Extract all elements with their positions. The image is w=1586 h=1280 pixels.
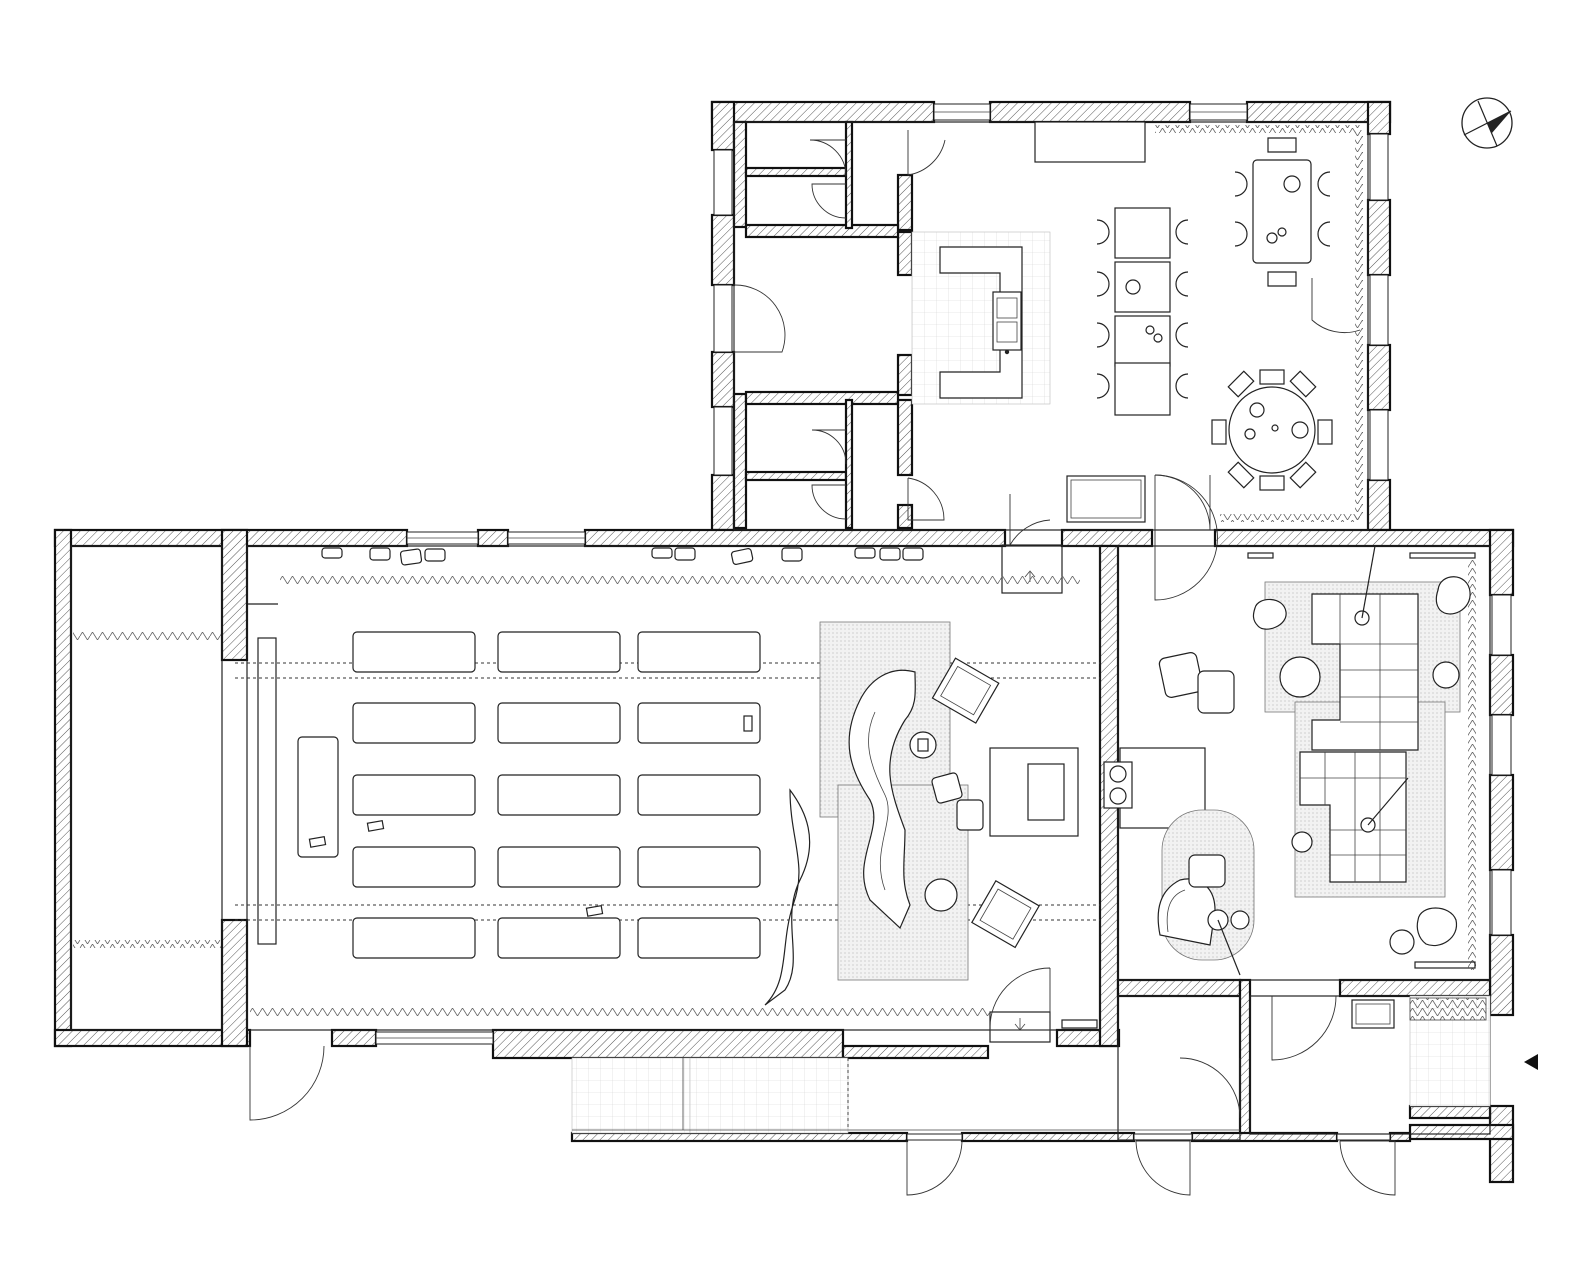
east-lounge [1157,545,1487,1029]
hall-lounge [764,621,1079,1006]
curtains [73,125,1476,1016]
dining-area [1096,137,1333,491]
terrace-edge [572,1058,1240,1131]
desk [1066,475,1146,523]
main-hall-tables [297,631,761,959]
north-arrow-icon [1461,97,1513,149]
windows [375,103,1512,1141]
entrance-triangle-icon [1524,1054,1538,1070]
hall-stools [321,547,924,566]
kitchen [939,121,1146,399]
